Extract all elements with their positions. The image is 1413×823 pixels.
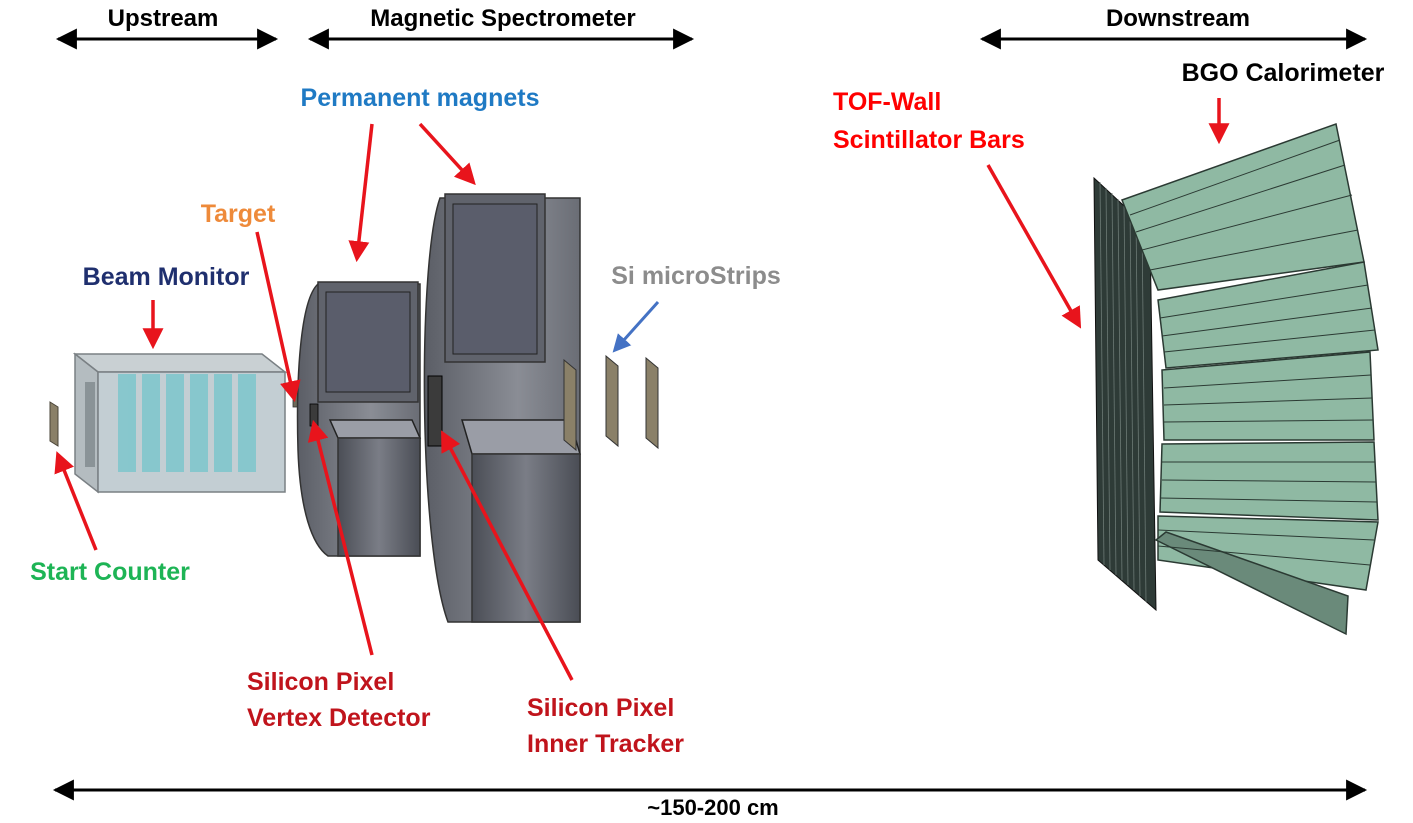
bgo-calorimeter-label: BGO Calorimeter — [1182, 59, 1385, 87]
total-length-label: ~150-200 cm — [647, 795, 779, 820]
tof-wall-label-line2: Scintillator Bars — [833, 126, 1025, 154]
si-microstrip-planes — [563, 354, 659, 452]
vertex-detector-label-line1: Silicon Pixel — [247, 668, 394, 696]
target-pointer — [255, 231, 301, 403]
upstream-label: Upstream — [108, 5, 219, 32]
permanent-magnet-2-pointer — [418, 122, 476, 186]
inner-tracker-label-line2: Inner Tracker — [527, 730, 684, 758]
start-counter — [49, 401, 59, 447]
inner-tracker-label-line1: Silicon Pixel — [527, 694, 674, 722]
permanent-magnet-1 — [296, 281, 422, 557]
tof-wall-pointer — [986, 164, 1082, 329]
tof-wall — [1093, 176, 1157, 612]
inner-tracker-pointer — [441, 430, 574, 681]
permanent-magnets-label: Permanent magnets — [301, 84, 540, 112]
target-label: Target — [201, 200, 276, 228]
downstream-label: Downstream — [1106, 5, 1250, 32]
permanent-magnet-1-pointer — [348, 123, 374, 263]
si-microstrips-pointer — [612, 300, 660, 353]
vertex-detector-label-line2: Vertex Detector — [247, 704, 431, 732]
si-microstrips-label: Si microStrips — [611, 262, 781, 290]
magnetic-spectrometer-label: Magnetic Spectrometer — [370, 5, 635, 32]
start-counter-pointer — [54, 451, 98, 551]
beam-monitor-label: Beam Monitor — [83, 263, 250, 291]
tof-wall-label-line1: TOF-Wall — [833, 88, 941, 116]
start-counter-label: Start Counter — [30, 558, 190, 586]
vertex-detector-pointer — [307, 419, 374, 656]
beam-monitor — [72, 352, 288, 494]
permanent-magnet-2 — [423, 193, 582, 623]
bgo-calorimeter — [1121, 123, 1379, 636]
